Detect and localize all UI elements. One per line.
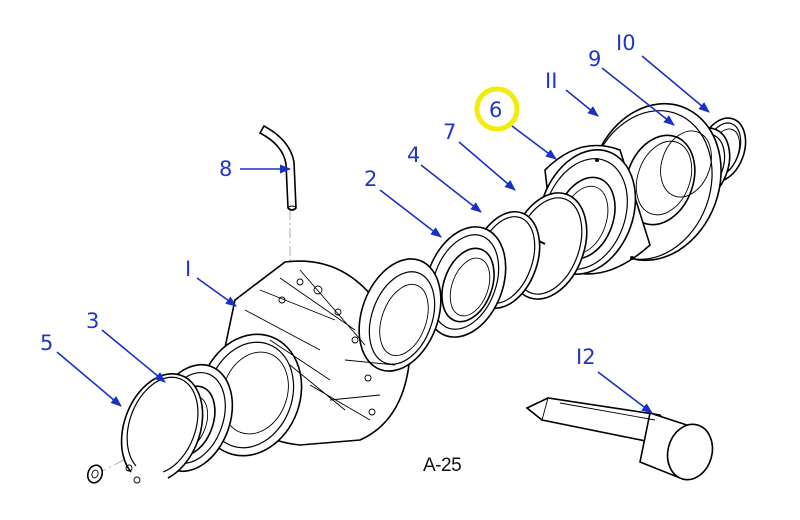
leader-12: [597, 371, 653, 414]
callout-1: I: [185, 257, 191, 281]
leader-10: [641, 55, 710, 113]
leader-5: [56, 351, 122, 407]
callout-11: II: [545, 69, 557, 93]
highlight-circle: [474, 86, 520, 132]
callout-12: I2: [576, 345, 596, 369]
callout-3: 3: [86, 309, 99, 333]
leader-11: [565, 89, 599, 117]
figure-label: A-25: [423, 455, 461, 476]
callout-7: 7: [443, 120, 456, 144]
callout-9: 9: [588, 47, 601, 71]
leader-6: [511, 125, 557, 160]
leader-lines: [56, 55, 710, 414]
leader-7: [458, 141, 516, 191]
part-12-grease-tube: [525, 397, 714, 481]
callout-10: I0: [616, 31, 636, 55]
leader-1: [196, 277, 237, 307]
callout-labels: I 2 3 4 5 6 7 8 9 I0 II I2: [40, 31, 636, 369]
leader-2: [379, 189, 442, 238]
leader-9: [601, 67, 675, 126]
part-8-pin: [258, 124, 297, 211]
leader-3: [101, 329, 166, 383]
callout-5: 5: [40, 331, 53, 355]
callout-2: 2: [364, 167, 377, 191]
part-5-snap-ring: [120, 373, 204, 484]
callout-4: 4: [407, 143, 420, 167]
callout-8: 8: [219, 157, 232, 181]
leader-4: [420, 164, 482, 213]
part-2-bearing: [423, 226, 507, 338]
callout-6: 6: [489, 98, 502, 122]
washer: [86, 464, 104, 484]
